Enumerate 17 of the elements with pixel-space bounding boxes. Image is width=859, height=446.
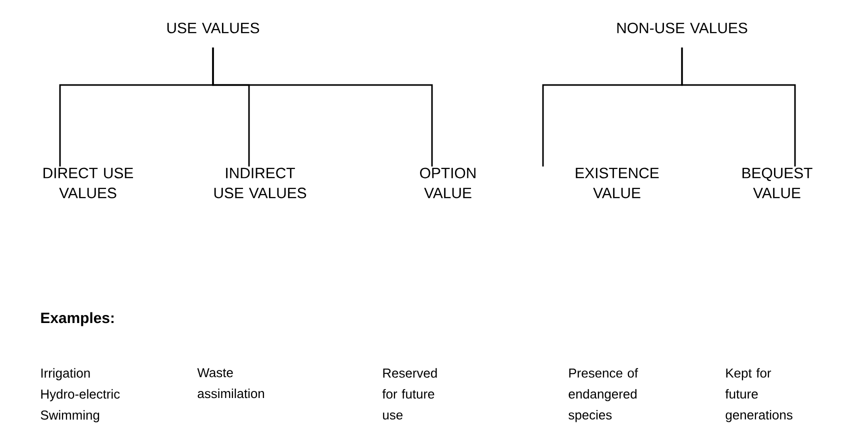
example-text: Presence of endangered species xyxy=(568,368,638,422)
tree-connector xyxy=(212,47,433,167)
value-heading: EXISTENCE VALUE xyxy=(576,168,659,198)
value-heading: DIRECT USE VALUES xyxy=(44,168,134,198)
example-text: Irrigation xyxy=(41,368,90,380)
example-text: Hydro-electric xyxy=(41,389,120,402)
example-text: Kept for future generations xyxy=(725,368,792,422)
category-heading: USE VALUES xyxy=(167,22,260,34)
tree-connector xyxy=(681,47,796,167)
example-text: Reserved for future use xyxy=(382,368,437,420)
example-text: Waste assimilation xyxy=(197,368,264,398)
category-heading: NON-USE VALUES xyxy=(617,22,748,34)
value-heading: INDIRECT USE VALUES xyxy=(214,168,306,198)
example-text: Swimming xyxy=(40,410,100,422)
section-heading: Examples: xyxy=(41,312,114,326)
value-heading: BEQUEST VALUE xyxy=(742,168,812,198)
value-heading: OPTION VALUE xyxy=(420,168,476,198)
